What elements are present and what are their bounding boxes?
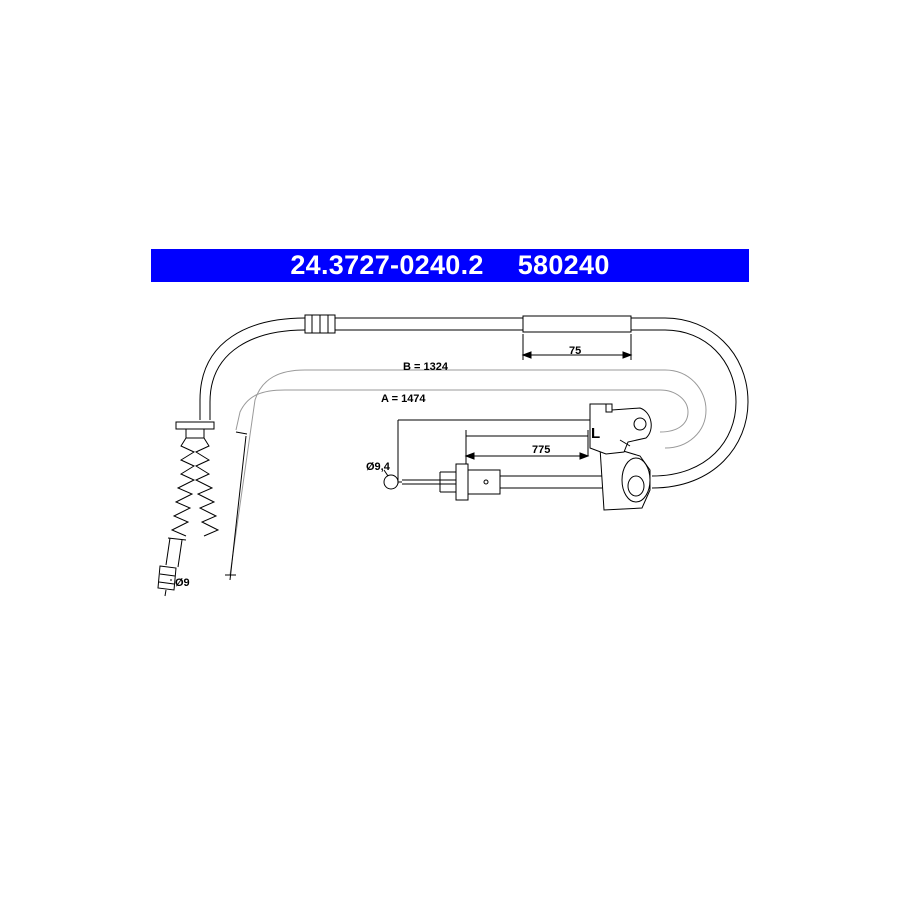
label-a-length: A = 1474 bbox=[381, 393, 426, 405]
dim-75 bbox=[521, 334, 633, 360]
label-dia-left: Ø9 bbox=[175, 577, 190, 589]
sleeve-75 bbox=[522, 315, 632, 333]
dim-leader-left bbox=[229, 435, 247, 581]
label-dia-right: Ø9,4 bbox=[366, 461, 391, 473]
title-bar: 24.3727-0240.2 580240 bbox=[151, 249, 749, 282]
cable-right-straight bbox=[500, 475, 602, 489]
inner-cable-a bbox=[235, 389, 689, 433]
label-inner-775: 775 bbox=[532, 444, 550, 456]
dim-775 bbox=[464, 430, 590, 470]
inner-cable-b bbox=[229, 369, 707, 576]
label-b-length: B = 1324 bbox=[403, 361, 449, 373]
ferrule-top bbox=[304, 314, 336, 334]
reference-number: 580240 bbox=[517, 250, 610, 280]
cable-outer bbox=[199, 317, 749, 489]
mounting-bracket bbox=[589, 403, 652, 511]
part-number: 24.3727-0240.2 bbox=[290, 250, 484, 280]
left-end-fitting bbox=[157, 565, 177, 597]
label-sleeve-75: 75 bbox=[569, 345, 581, 357]
right-end-fitting bbox=[383, 463, 501, 501]
left-boot bbox=[165, 421, 220, 568]
right-ball-end bbox=[383, 474, 399, 490]
side-marker-l: L bbox=[591, 425, 600, 442]
